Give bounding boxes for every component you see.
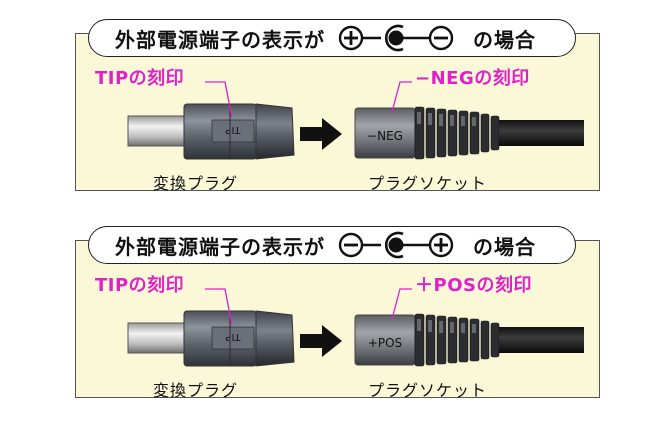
tip-leader-line-1 xyxy=(205,81,233,119)
conversion-plug-2: TIP xyxy=(127,310,295,367)
pos-marking-label: ＋POSの刻印 xyxy=(415,275,532,296)
plus-icon xyxy=(428,232,454,258)
right-arrow-icon xyxy=(300,325,342,357)
header-1-right-text: の場合 xyxy=(473,27,536,52)
panel-negative-marking xyxy=(75,33,600,191)
neg-leader-line xyxy=(391,81,412,113)
tip-marking-label-1: TIPの刻印 xyxy=(95,68,185,89)
plug-caption-1: 変換プラグ xyxy=(153,174,239,193)
header-2-left-text: 外部電源端子の表示が xyxy=(115,234,325,259)
plug-tip-marking-2: TIP xyxy=(225,331,241,342)
header-2-right-text: の場合 xyxy=(473,234,536,259)
panel-positive-marking xyxy=(75,240,600,398)
plug-caption-2: 変換プラグ xyxy=(153,381,239,400)
polarity-symbol-center-positive xyxy=(337,230,455,260)
conversion-plug-1: TIP xyxy=(127,103,295,160)
minus-icon xyxy=(338,232,364,258)
center-pin-icon xyxy=(384,231,404,259)
socket-caption-1: プラグソケット xyxy=(368,174,488,193)
panel-1-header: 外部電源端子の表示が の場合 xyxy=(88,19,576,57)
socket-caption-2: プラグソケット xyxy=(368,381,488,400)
plug-socket-1: −NEG xyxy=(354,106,584,160)
plug-socket-2: +POS xyxy=(354,313,584,367)
polarity-symbol-center-negative xyxy=(337,23,455,53)
plug-tip-marking-1: TIP xyxy=(225,124,241,135)
right-arrow-icon xyxy=(300,118,342,150)
pos-leader-line xyxy=(391,288,412,320)
neg-marking-label: −NEGの刻印 xyxy=(415,68,530,89)
panel-2-header: 外部電源端子の表示が の場合 xyxy=(88,226,576,264)
tip-marking-label-2: TIPの刻印 xyxy=(95,275,185,296)
pos-marking-text: +POS xyxy=(368,336,402,350)
tip-leader-line-2 xyxy=(205,288,233,326)
center-pin-icon xyxy=(384,24,404,52)
neg-marking-text: −NEG xyxy=(367,129,403,143)
header-1-left-text: 外部電源端子の表示が xyxy=(115,27,325,52)
minus-icon xyxy=(428,25,454,51)
